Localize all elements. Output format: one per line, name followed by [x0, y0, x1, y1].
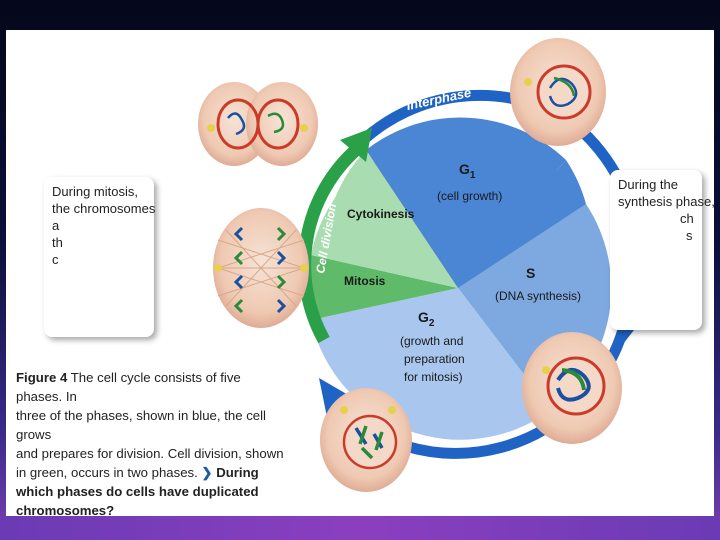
callout-line: a	[52, 218, 60, 233]
spindle-cell-illustration	[213, 208, 309, 328]
interphase-arc-label: Interphase	[405, 85, 472, 113]
s-label: S	[526, 265, 535, 281]
caption-line: in green, occurs in two phases.	[16, 465, 198, 480]
callout-line: th	[52, 235, 63, 250]
callout-line: s	[686, 228, 693, 243]
g2-label: G2	[418, 309, 435, 329]
s-description: (DNA synthesis)	[495, 289, 581, 303]
g2-description-line-3: for mitosis)	[404, 370, 463, 384]
callout-line: c	[52, 252, 59, 267]
g1-cell-illustration	[510, 38, 606, 146]
sector-g1-upper	[366, 117, 566, 288]
cell-division-arrowhead	[340, 128, 372, 162]
slide: Interphase Cell division G1 (cell growth…	[6, 30, 714, 516]
s-phase-cell-illustration	[522, 332, 622, 444]
cell-division-arc	[298, 143, 363, 344]
callout-line: synthesis phase,	[618, 194, 714, 209]
sector-cytokinesis	[311, 198, 458, 288]
interphase-arrowhead	[319, 378, 350, 422]
cytokinesis-label: Cytokinesis	[347, 207, 415, 221]
mitosis-label: Mitosis	[344, 274, 386, 288]
g2-description-line-2: preparation	[404, 352, 465, 366]
cell-cycle-diagram: Interphase Cell division G1 (cell growth…	[198, 38, 644, 492]
mitosis-callout: During mitosis, the chromosomes a th c	[44, 177, 156, 337]
callout-line: ch	[680, 211, 694, 226]
cycle-wheel	[307, 117, 612, 440]
figure-caption: Figure 4 The cell cycle consists of five…	[16, 368, 288, 516]
chevron-right-icon: ❯	[201, 465, 213, 480]
g2-description-line-1: (growth and	[400, 334, 463, 348]
callout-line: the chromosomes	[52, 201, 156, 216]
synthesis-callout: During the synthesis phase, ch s	[610, 170, 714, 330]
callout-line: During the	[618, 177, 678, 192]
sector-mitosis	[307, 255, 458, 320]
g1-label: G1	[459, 161, 476, 181]
dividing-cell-illustration	[198, 82, 318, 166]
callout-line: During mitosis,	[52, 184, 138, 199]
g1-description: (cell growth)	[437, 189, 502, 203]
bottom-band	[0, 516, 720, 540]
caption-line: three of the phases, shown in blue, the …	[16, 408, 266, 442]
caption-line: and prepares for division. Cell division…	[16, 446, 284, 461]
figure-label: Figure 4	[16, 370, 68, 385]
caption-line: The cell cycle consists of five phases. …	[16, 370, 241, 404]
caption-question: During which phases do cells have duplic…	[16, 465, 259, 516]
g2-cell-illustration	[320, 388, 412, 492]
